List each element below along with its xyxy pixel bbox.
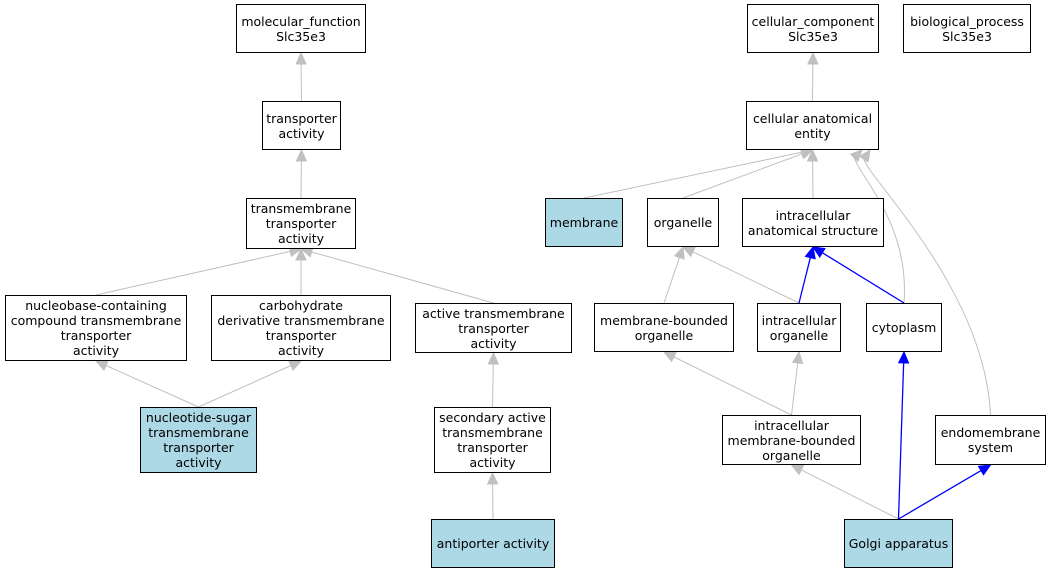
arrowhead-antiporter_activity-to-secondary_active [486, 471, 499, 485]
node-molecular-function[interactable]: molecular_function Slc35e3 [236, 4, 366, 53]
arrowhead-carbohydrate_derivative-to-transmembrane_transporter_activity [295, 247, 307, 261]
arrowhead-secondary_active-to-active_transmembrane [487, 351, 500, 365]
edge-nucleobase_containing-to-transmembrane_transporter_activity [95, 250, 291, 296]
node-nucleobase-containing-compound-transmembrane-transporter-activity[interactable]: nucleobase-containing compound transmemb… [5, 295, 187, 361]
edge-secondary_active-to-active_transmembrane [492, 363, 494, 408]
arrowhead-intracellular_organelle-to-intracellular_anatomical_structure [804, 245, 816, 260]
arrowhead-golgi_apparatus-to-cytoplasm [897, 350, 910, 364]
node-endomembrane-system[interactable]: endomembrane system [935, 415, 1046, 465]
node-secondary-active-transmembrane-transporter-activity[interactable]: secondary active transmembrane transport… [434, 407, 551, 473]
node-carbohydrate-derivative-transmembrane-transporter-activity[interactable]: carbohydrate derivative transmembrane tr… [211, 295, 391, 361]
arrowhead-cytoplasm-to-intracellular_anatomical_structure [811, 246, 826, 258]
node-antiporter-activity[interactable]: antiporter activity [431, 519, 555, 568]
node-nucleotide-sugar-transmembrane-transporter-activity[interactable]: nucleotide-sugar transmembrane transport… [140, 407, 257, 473]
edge-golgi_apparatus-to-intracellular_membrane_bounded_organelle [801, 469, 899, 520]
node-intracellular-anatomical-structure[interactable]: intracellular anatomical structure [742, 198, 884, 247]
node-organelle[interactable]: organelle [647, 198, 719, 247]
arrowhead-nucleotide_sugar-to-nucleobase_containing [94, 360, 109, 371]
node-transmembrane-transporter-activity[interactable]: transmembrane transporter activity [246, 198, 356, 249]
node-membrane[interactable]: membrane [545, 198, 623, 247]
arrowhead-intracellular_membrane_bounded_organelle-to-intracellular_organelle [791, 350, 804, 365]
node-intracellular-organelle[interactable]: intracellular organelle [757, 303, 841, 352]
edge-active_transmembrane-to-transmembrane_transporter_activity [311, 251, 494, 304]
edge-golgi_apparatus-to-endomembrane_system [898, 470, 982, 520]
arrowhead-transporter_activity-to-molecular_function [295, 51, 307, 65]
node-cytoplasm[interactable]: cytoplasm [866, 303, 942, 352]
arrowhead-endomembrane_system-to-cellular_anatomical_entity [858, 148, 871, 163]
edge-nucleotide_sugar-to-nucleobase_containing [105, 365, 199, 408]
arrowhead-golgi_apparatus-to-intracellular_membrane_bounded_organelle [790, 464, 805, 476]
edge-membrane-to-cellular_anatomical_entity [583, 151, 802, 199]
edge-intracellular_organelle-to-intracellular_anatomical_structure [798, 257, 811, 304]
arrowhead-membrane_bounded_organelle-to-organelle [673, 245, 685, 260]
edge-golgi_apparatus-to-cytoplasm [897, 362, 905, 520]
edge-nucleotide_sugar-to-carbohydrate_derivative [198, 365, 292, 408]
edge-intracellular_organelle-to-organelle [692, 251, 800, 304]
edge-endomembrane_system-to-cellular_anatomical_entity [863, 159, 991, 416]
arrowhead-cellular_anatomical_entity-to-cellular_component [807, 51, 819, 65]
node-intracellular-membrane-bounded-organelle[interactable]: intracellular membrane-bounded organelle [722, 415, 861, 465]
node-cellular-anatomical-entity[interactable]: cellular anatomical entity [746, 101, 879, 150]
node-cellular-component[interactable]: cellular_component Slc35e3 [747, 4, 879, 53]
arrowhead-cytoplasm-to-cellular_anatomical_entity [849, 149, 863, 163]
node-golgi-apparatus[interactable]: Golgi apparatus [844, 519, 953, 568]
node-active-transmembrane-transporter-activity[interactable]: active transmembrane transporter activit… [415, 303, 572, 353]
edge-organelle-to-cellular_anatomical_entity [682, 153, 803, 199]
arrowhead-golgi_apparatus-to-endomembrane_system [977, 464, 992, 476]
edge-intracellular_membrane_bounded_organelle-to-membrane_bounded_organelle [673, 356, 792, 416]
edge-intracellular_membrane_bounded_organelle-to-intracellular_organelle [791, 362, 799, 416]
arrowhead-intracellular_membrane_bounded_organelle-to-membrane_bounded_organelle [662, 351, 677, 363]
node-membrane-bounded-organelle[interactable]: membrane-bounded organelle [594, 303, 734, 352]
arrowhead-intracellular_organelle-to-organelle [681, 246, 696, 258]
node-biological-process[interactable]: biological_process Slc35e3 [903, 4, 1031, 53]
edge-membrane_bounded_organelle-to-organelle [663, 257, 680, 304]
arrowhead-nucleotide_sugar-to-carbohydrate_derivative [288, 360, 303, 371]
node-transporter-activity[interactable]: transporter activity [262, 101, 341, 150]
arrowhead-intracellular_anatomical_structure-to-cellular_anatomical_entity [806, 148, 819, 162]
arrowhead-transmembrane_transporter_activity-to-transporter_activity [295, 148, 308, 162]
edge-cytoplasm-to-intracellular_anatomical_structure [822, 252, 905, 304]
